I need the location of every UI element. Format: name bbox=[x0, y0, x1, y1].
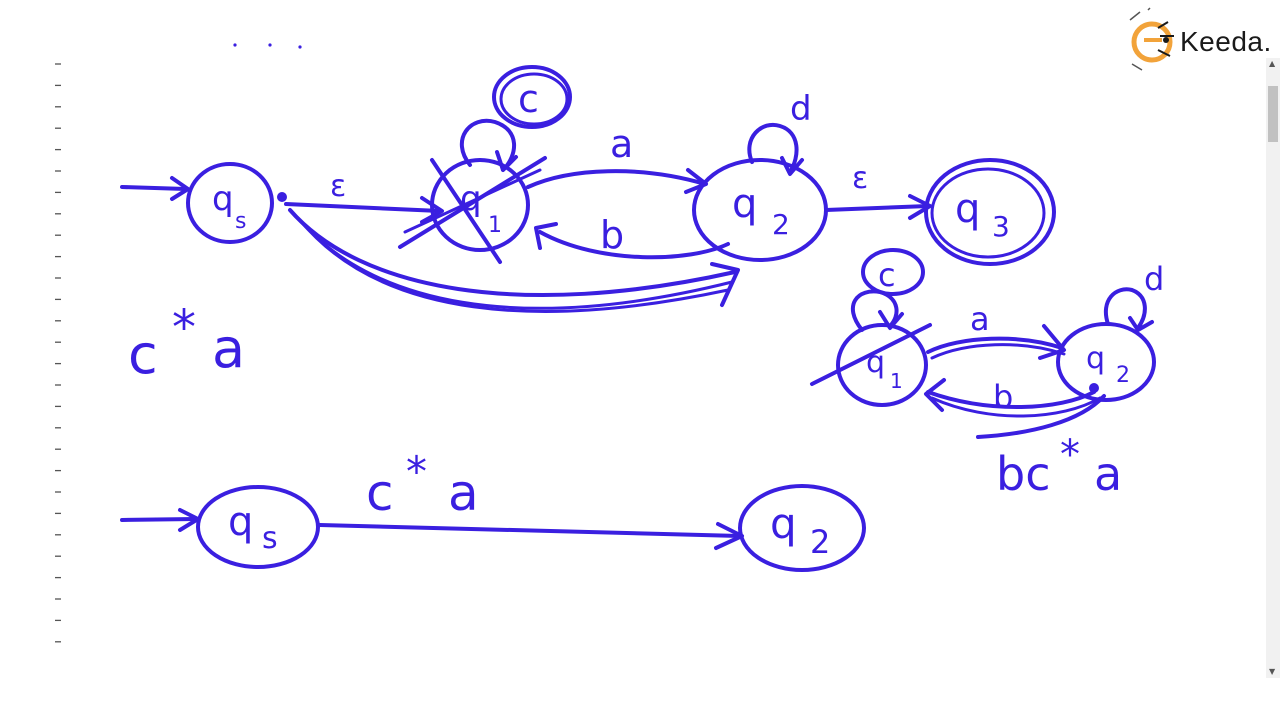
small-state-q1 bbox=[836, 323, 928, 407]
bottom-start-arrow bbox=[120, 517, 198, 522]
bottom-edge-tail: a bbox=[448, 464, 479, 522]
bottom-edge-base: c bbox=[366, 464, 394, 522]
state-q3 bbox=[924, 158, 1056, 266]
brand-logo: Keeda. bbox=[1122, 6, 1278, 78]
edge-q2-q1 bbox=[538, 230, 730, 260]
edge-q2-q1-head bbox=[534, 222, 558, 250]
small-expr-star: * bbox=[1060, 432, 1080, 478]
edge-q2-q3-head bbox=[908, 194, 932, 220]
edge-q2-q3-label: ε bbox=[852, 161, 868, 196]
edge-qs-q1 bbox=[284, 202, 442, 213]
edge-qs-q1-head bbox=[420, 196, 444, 224]
q1-strike-3 bbox=[403, 168, 542, 234]
logo-icon bbox=[1129, 7, 1174, 71]
top-diagram: q s ε q 1 c a b q 2 d bbox=[120, 65, 1056, 313]
bottom-state-q2 bbox=[738, 484, 866, 572]
small-q1-strike bbox=[810, 323, 932, 386]
q2-loop bbox=[747, 122, 799, 174]
q1-loop-head bbox=[495, 150, 518, 172]
bottom-diagram: q s c * a q 2 bbox=[120, 447, 866, 572]
expr-left-tail: a bbox=[212, 317, 245, 380]
state-q2-sub: 2 bbox=[772, 208, 790, 241]
expr-left-star: * bbox=[172, 300, 196, 356]
state-q2 bbox=[692, 158, 828, 262]
brand-name: Keeda. bbox=[1180, 26, 1272, 57]
edge-qs-q2 bbox=[288, 208, 737, 297]
small-q1-loop-label-circle bbox=[861, 248, 925, 296]
small-state-q1-sub: 1 bbox=[890, 369, 903, 393]
small-q1-loop-label: c bbox=[878, 256, 896, 294]
bottom-state-qs-letter: q bbox=[228, 499, 253, 545]
edge-q2-q3 bbox=[824, 204, 930, 212]
expression-left: c * a bbox=[128, 300, 245, 386]
edge-q1-q2-label: a bbox=[610, 122, 633, 166]
bottom-state-qs bbox=[196, 485, 320, 569]
q1-loop-label-circle bbox=[492, 65, 572, 129]
small-expr-tail: a bbox=[1094, 447, 1122, 501]
small-state-q2 bbox=[1056, 322, 1156, 402]
bottom-edge bbox=[318, 523, 742, 538]
state-qs-sub: s bbox=[235, 209, 246, 234]
state-q1-sub: 1 bbox=[488, 213, 502, 238]
small-diagram: q 1 c a q 2 d b bc * a bbox=[810, 248, 1164, 501]
edge-q2-q1-label: b bbox=[600, 213, 624, 257]
q1-loop-label: c bbox=[518, 77, 539, 121]
edge-qs-q2-head bbox=[710, 262, 740, 307]
small-q2-loop bbox=[1104, 287, 1147, 330]
state-q3-letter: q bbox=[955, 186, 980, 232]
small-edge-q2-q1 bbox=[926, 390, 1096, 409]
stray-marks bbox=[233, 43, 302, 49]
small-edge-q1-q2 bbox=[926, 336, 1064, 354]
edge-q1-q2 bbox=[526, 169, 707, 189]
small-state-q2-letter: q bbox=[1086, 341, 1105, 376]
state-q3-inner bbox=[930, 167, 1046, 259]
state-q3-sub: 3 bbox=[992, 210, 1010, 243]
bottom-state-q2-sub: 2 bbox=[810, 523, 830, 561]
start-arrowhead bbox=[170, 176, 190, 201]
state-qs bbox=[186, 162, 274, 244]
q2-loop-head bbox=[780, 156, 804, 176]
q1-loop bbox=[459, 118, 517, 172]
state-qs-letter: q bbox=[212, 179, 234, 219]
scroll-up-arrow-icon[interactable]: ▲ bbox=[1269, 59, 1276, 68]
expr-left-base: c bbox=[128, 323, 158, 386]
small-state-q2-sub: 2 bbox=[1116, 363, 1130, 388]
bottom-state-qs-sub: s bbox=[262, 521, 278, 556]
small-edge-q1-q2-label: a bbox=[970, 300, 990, 338]
start-arrow bbox=[120, 185, 188, 191]
small-q2-loop-label: d bbox=[1144, 260, 1164, 298]
small-edge-q2-q1-label: b bbox=[993, 378, 1013, 416]
scroll-down-arrow-icon[interactable]: ▼ bbox=[1269, 667, 1276, 676]
bottom-state-q2-letter: q bbox=[770, 499, 797, 548]
q1-strike-2 bbox=[430, 158, 502, 264]
vertical-scrollbar[interactable]: ▲ ▼ bbox=[1266, 58, 1280, 678]
state-q1 bbox=[430, 158, 530, 252]
margin-guides bbox=[55, 63, 61, 643]
scroll-thumb[interactable] bbox=[1268, 86, 1278, 142]
qs-dot bbox=[277, 192, 287, 202]
q2-loop-label: d bbox=[790, 89, 812, 129]
bottom-edge-star: * bbox=[406, 447, 427, 496]
small-expr-base: bc bbox=[996, 447, 1051, 501]
edge-qs-q1-label: ε bbox=[330, 169, 346, 204]
state-q2-letter: q bbox=[732, 181, 757, 227]
